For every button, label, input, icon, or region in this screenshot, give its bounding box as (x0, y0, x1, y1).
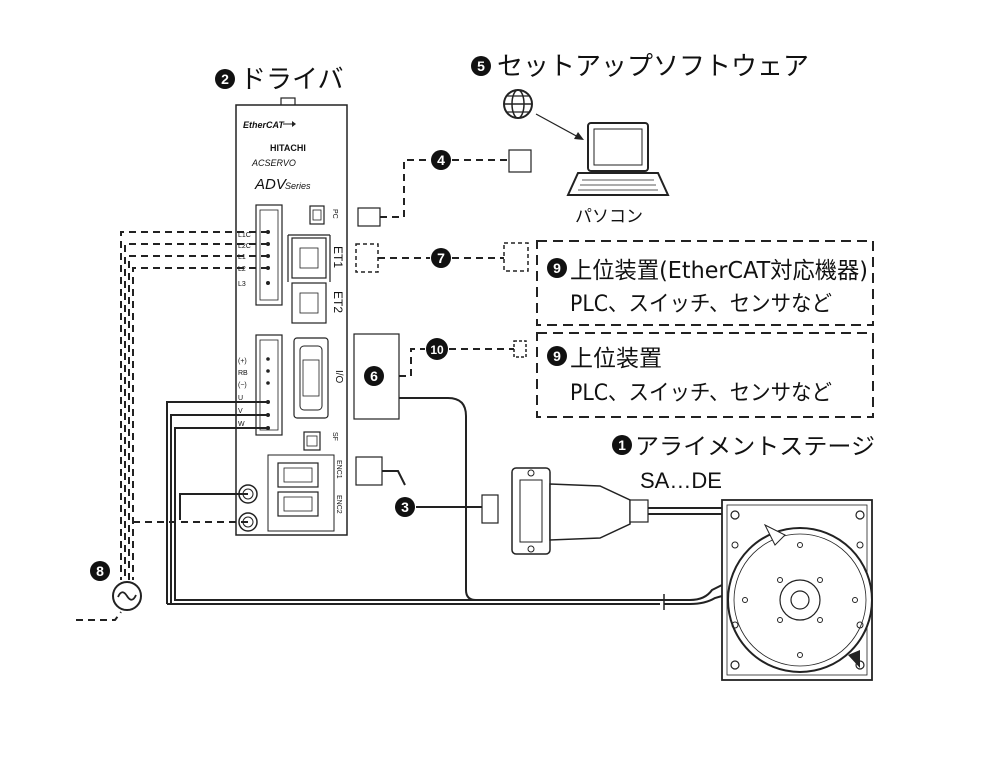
stage-label: アライメントステージ (635, 434, 875, 460)
number-badge-2 (215, 69, 235, 89)
laptop-icon (566, 122, 670, 196)
network-arrow (535, 113, 584, 140)
number-badge-6 (364, 366, 384, 386)
setup-software-label-group: 5 セットアップソフトウェア (471, 52, 809, 82)
model-label: ADV (254, 176, 288, 193)
globe-icon (503, 89, 533, 119)
power-terminal-labels: L1C L2C L1 L2 L3 (238, 232, 251, 288)
terminal-rb: RB (238, 370, 248, 377)
number-2: 2 (221, 71, 229, 87)
io-port-label: I/O (333, 370, 344, 384)
host-label: 上位装置 (570, 346, 662, 372)
et1-port-label: ET1 (331, 246, 345, 268)
terminal-v: V (238, 408, 243, 415)
host-ethercat-box (536, 240, 874, 326)
sf-port-label: SF (331, 432, 338, 441)
motor-terminal-labels: (+) RB (−) U V W (238, 358, 248, 428)
ethercat-plug-host (503, 242, 529, 272)
et2-port (291, 282, 327, 324)
terminal-minus: (−) (238, 382, 247, 389)
ethercat-plug-driver (355, 243, 379, 273)
number-9b: 9 (553, 348, 561, 364)
enc2-port (277, 491, 319, 517)
pc-cable-plug-laptop (508, 149, 532, 173)
terminal-w: W (238, 421, 245, 428)
hitachi-logo: HITACHI (270, 143, 306, 153)
pc-cable-plug-driver (357, 207, 381, 227)
power-wiring (76, 231, 268, 621)
enc1-port (277, 462, 319, 488)
number-10: 10 (430, 343, 444, 357)
number-1: 1 (618, 437, 626, 453)
host-ethercat-sub-label: PLC、スイッチ、センサなど (570, 292, 832, 317)
sf-port (303, 431, 321, 451)
number-badge-7 (431, 248, 451, 268)
number-7: 7 (437, 250, 445, 266)
driver-unit: EtherCAT HITACHI ACSERVO ADV Series L1C … (235, 97, 348, 536)
host-sub-label: PLC、スイッチ、センサなど (570, 381, 832, 406)
number-9a: 9 (553, 260, 561, 276)
number-badge-5 (471, 56, 491, 76)
io-connector (293, 337, 329, 419)
number-4: 4 (437, 152, 445, 168)
number-8: 8 (96, 563, 104, 579)
stage-model-label: SA…DE (640, 468, 722, 493)
acservo-label: ACSERVO (251, 158, 296, 168)
terminal-plus: (+) (238, 358, 247, 365)
terminal-u: U (238, 395, 243, 402)
terminal-l2c: L2C (238, 243, 251, 250)
encoder-plug-stage (481, 494, 499, 524)
number-6: 6 (370, 368, 378, 384)
terminal-l1: L1 (238, 254, 246, 261)
setup-software-label: セットアップソフトウェア (497, 52, 809, 82)
host-ethercat-label: 上位装置(EtherCAT対応機器) (570, 258, 868, 284)
terminal-l3: L3 (238, 281, 246, 288)
number-badge-9a (547, 258, 567, 278)
pc-label: パソコン (575, 207, 643, 227)
enc1-port-label: ENC1 (335, 460, 342, 479)
io-plug-host (513, 340, 527, 358)
motor-wiring (166, 401, 664, 605)
number-badge-8 (90, 561, 110, 581)
number-3: 3 (401, 499, 409, 515)
number-badge-10 (426, 338, 448, 360)
driver-label-group: 2 ドライバ (215, 65, 343, 95)
et2-port-label: ET2 (331, 291, 345, 313)
enc2-port-label: ENC2 (335, 495, 342, 514)
dsub-connector (511, 467, 649, 555)
number-5: 5 (477, 58, 485, 74)
ethercat-logo: EtherCAT (243, 120, 285, 130)
driver-label: ドライバ (240, 65, 343, 95)
number-badge-1 (612, 435, 632, 455)
terminal-l2: L2 (238, 266, 246, 273)
alignment-stage (721, 499, 873, 681)
host-io-box (536, 332, 874, 418)
terminal-l1c: L1C (238, 232, 251, 239)
number-badge-9b (547, 346, 567, 366)
series-label: Series (285, 181, 311, 191)
encoder-plug-driver (355, 456, 383, 486)
number-badge-4 (431, 150, 451, 170)
number-badge-3 (395, 497, 415, 517)
pc-port (309, 205, 325, 225)
ac-source-icon (112, 581, 142, 611)
et1-port (291, 237, 327, 279)
pc-port-label: PC (331, 209, 338, 219)
